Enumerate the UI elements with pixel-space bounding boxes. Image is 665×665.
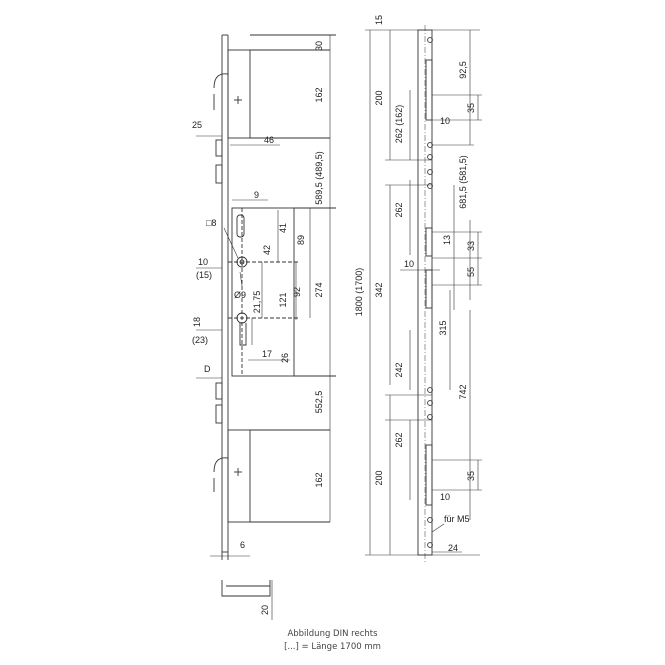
dim-23: (23) bbox=[192, 335, 208, 345]
dim-89: 89 bbox=[296, 235, 306, 245]
dim-D: D bbox=[204, 364, 211, 374]
dim-552-5: 552,5 bbox=[314, 391, 324, 414]
note-fuer-m5: für M5 bbox=[444, 514, 470, 524]
dim-262-bottom: 262 bbox=[394, 432, 404, 447]
dim-46: 46 bbox=[264, 135, 274, 145]
dim-262-mid: 262 bbox=[394, 202, 404, 217]
dim-742: 742 bbox=[458, 384, 468, 399]
dim-121: 121 bbox=[278, 292, 288, 307]
caption-note: [...] = Länge 1700 mm bbox=[284, 642, 381, 652]
dim-26: 26 bbox=[280, 353, 290, 363]
dim-18: 18 bbox=[192, 317, 202, 327]
dim-21-75: 21,75 bbox=[252, 291, 262, 314]
dim-20: 20 bbox=[260, 605, 270, 615]
dim-35-top: 35 bbox=[466, 103, 476, 113]
dim-42: 42 bbox=[262, 245, 272, 255]
dim-30: 30 bbox=[314, 41, 324, 51]
right-front-view bbox=[365, 25, 482, 562]
dim-92: 92 bbox=[292, 287, 302, 297]
dim-262-162: 262 (162) bbox=[394, 105, 404, 144]
left-view-labels: 30 162 25 46 589,5 (489,5) 9 □8 41 89 42… bbox=[192, 41, 324, 615]
dim-681-5: 681,5 (581,5) bbox=[458, 155, 468, 209]
dim-274: 274 bbox=[314, 282, 324, 297]
dim-33: 33 bbox=[466, 241, 476, 251]
dim-9: 9 bbox=[254, 190, 259, 200]
dim-6: 6 bbox=[240, 540, 245, 550]
dim-55: 55 bbox=[466, 267, 476, 277]
dim-10-top: 10 bbox=[440, 116, 450, 126]
dim-total-1800: 1800 (1700) bbox=[354, 268, 364, 317]
caption-title: Abbildung DIN rechts bbox=[287, 629, 378, 639]
dim-phi-9: Ø9 bbox=[234, 290, 246, 300]
dim-10-bottom: 10 bbox=[440, 492, 450, 502]
dim-13: 13 bbox=[442, 235, 452, 245]
dim-200-top: 200 bbox=[374, 90, 384, 105]
dim-24: 24 bbox=[448, 543, 458, 553]
dim-25: 25 bbox=[192, 120, 202, 130]
dim-92-5: 92,5 bbox=[458, 61, 468, 79]
dim-162-bottom: 162 bbox=[314, 472, 324, 487]
dim-315: 315 bbox=[438, 320, 448, 335]
dim-17: 17 bbox=[262, 349, 272, 359]
dim-15-top: 15 bbox=[374, 15, 384, 25]
dim-342: 342 bbox=[374, 282, 384, 297]
dim-35-bottom: 35 bbox=[466, 471, 476, 481]
dim-200-bottom: 200 bbox=[374, 470, 384, 485]
dim-589-5: 589,5 (489,5) bbox=[314, 151, 324, 205]
dim-41: 41 bbox=[278, 223, 288, 233]
right-view-labels: 15 92,5 35 200 262 (162) 10 681,5 (581,5… bbox=[354, 15, 476, 553]
dim-15: (15) bbox=[196, 270, 212, 280]
dim-242: 242 bbox=[394, 362, 404, 377]
left-side-view bbox=[196, 34, 336, 620]
dim-162-top: 162 bbox=[314, 87, 324, 102]
dim-10-mid: 10 bbox=[404, 259, 414, 269]
dim-square-8: □8 bbox=[206, 218, 216, 228]
dim-10-left: 10 bbox=[198, 257, 208, 267]
